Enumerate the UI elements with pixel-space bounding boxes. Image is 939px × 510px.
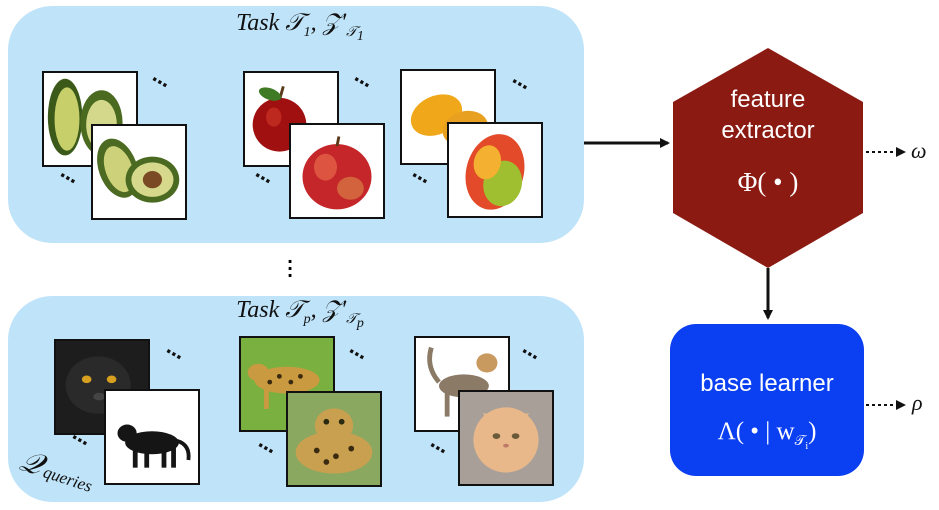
panther-face-image [54,339,150,435]
base-learner-formula: Λ( • | w𝒯i) [717,418,817,452]
leopard-image-front [286,391,382,487]
apple-image-front [289,123,385,219]
avocado-image-front [91,124,187,220]
cat-round-image [458,390,554,486]
omega-label: ω [911,138,927,163]
feature-extractor-label: feature extractor [688,84,848,146]
task-p-title: Task 𝒯p, 𝒵′𝒯p [236,297,364,331]
base-learner-label: base learner [700,370,834,397]
feature-extractor-line2: extractor [721,117,815,144]
feature-extractor-line1: feature [730,86,806,113]
rho-label: ρ [912,390,923,415]
feature-extractor-formula: Φ( • ) [737,167,799,197]
vertical-ellipsis: ··· [286,252,294,285]
mango-image-front [447,122,543,218]
base-learner-box [670,324,864,476]
task-1-title: Task 𝒯1, 𝒵′𝒯1 [236,10,364,44]
feature-extractor-hexagon [673,48,863,268]
black-panther-image [104,389,200,485]
